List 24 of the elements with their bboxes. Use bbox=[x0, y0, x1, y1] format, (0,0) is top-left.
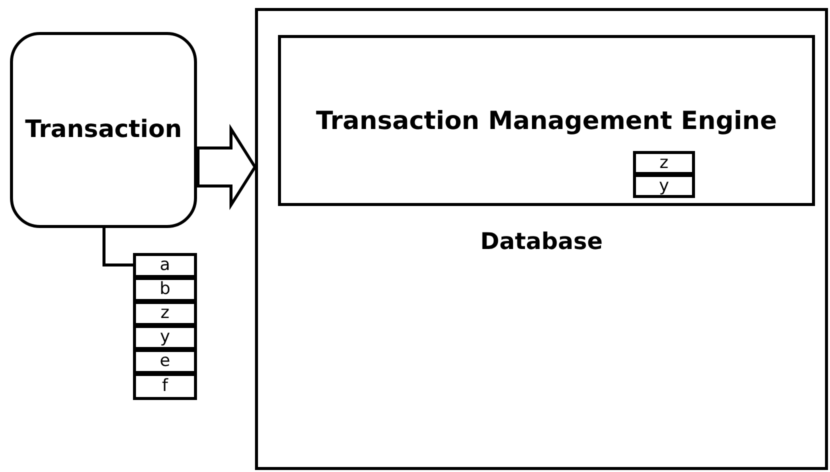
node-label: z bbox=[160, 305, 170, 322]
stack-cell bbox=[633, 151, 695, 175]
process-box bbox=[278, 35, 815, 206]
node-label: Database bbox=[479, 231, 604, 254]
stack-cell bbox=[133, 325, 197, 350]
stack-cell bbox=[133, 253, 197, 278]
stack-cell bbox=[133, 277, 197, 302]
stack-cell bbox=[633, 174, 695, 198]
node-label: a bbox=[160, 257, 170, 274]
node-label: b bbox=[160, 281, 170, 298]
stack-cell bbox=[133, 301, 197, 326]
node-label: Transaction bbox=[25, 117, 182, 141]
node-label: z bbox=[660, 154, 668, 172]
node-label: e bbox=[160, 353, 170, 370]
node-label: f bbox=[162, 378, 168, 395]
connector-line bbox=[102, 228, 133, 266]
block-arrow bbox=[196, 124, 257, 210]
node-label: y bbox=[658, 178, 670, 194]
rounded-box bbox=[10, 32, 197, 228]
stack-cell bbox=[133, 349, 197, 374]
node-label: Transaction Management Engine bbox=[316, 108, 777, 133]
stack-cell bbox=[133, 373, 197, 400]
node-label: y bbox=[160, 329, 170, 346]
container-box bbox=[255, 8, 828, 470]
